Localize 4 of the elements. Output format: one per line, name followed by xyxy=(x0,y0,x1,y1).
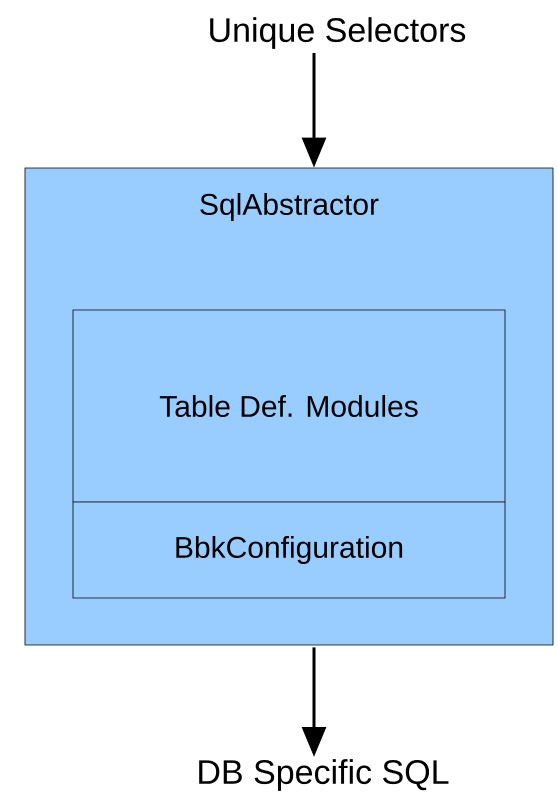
label-text: DB Specific SQL xyxy=(199,759,448,791)
module-box: BbkConfiguration xyxy=(72,502,506,598)
label-text: Unique Selectors xyxy=(210,17,466,49)
module-box: Table Def. Modules xyxy=(72,310,506,502)
